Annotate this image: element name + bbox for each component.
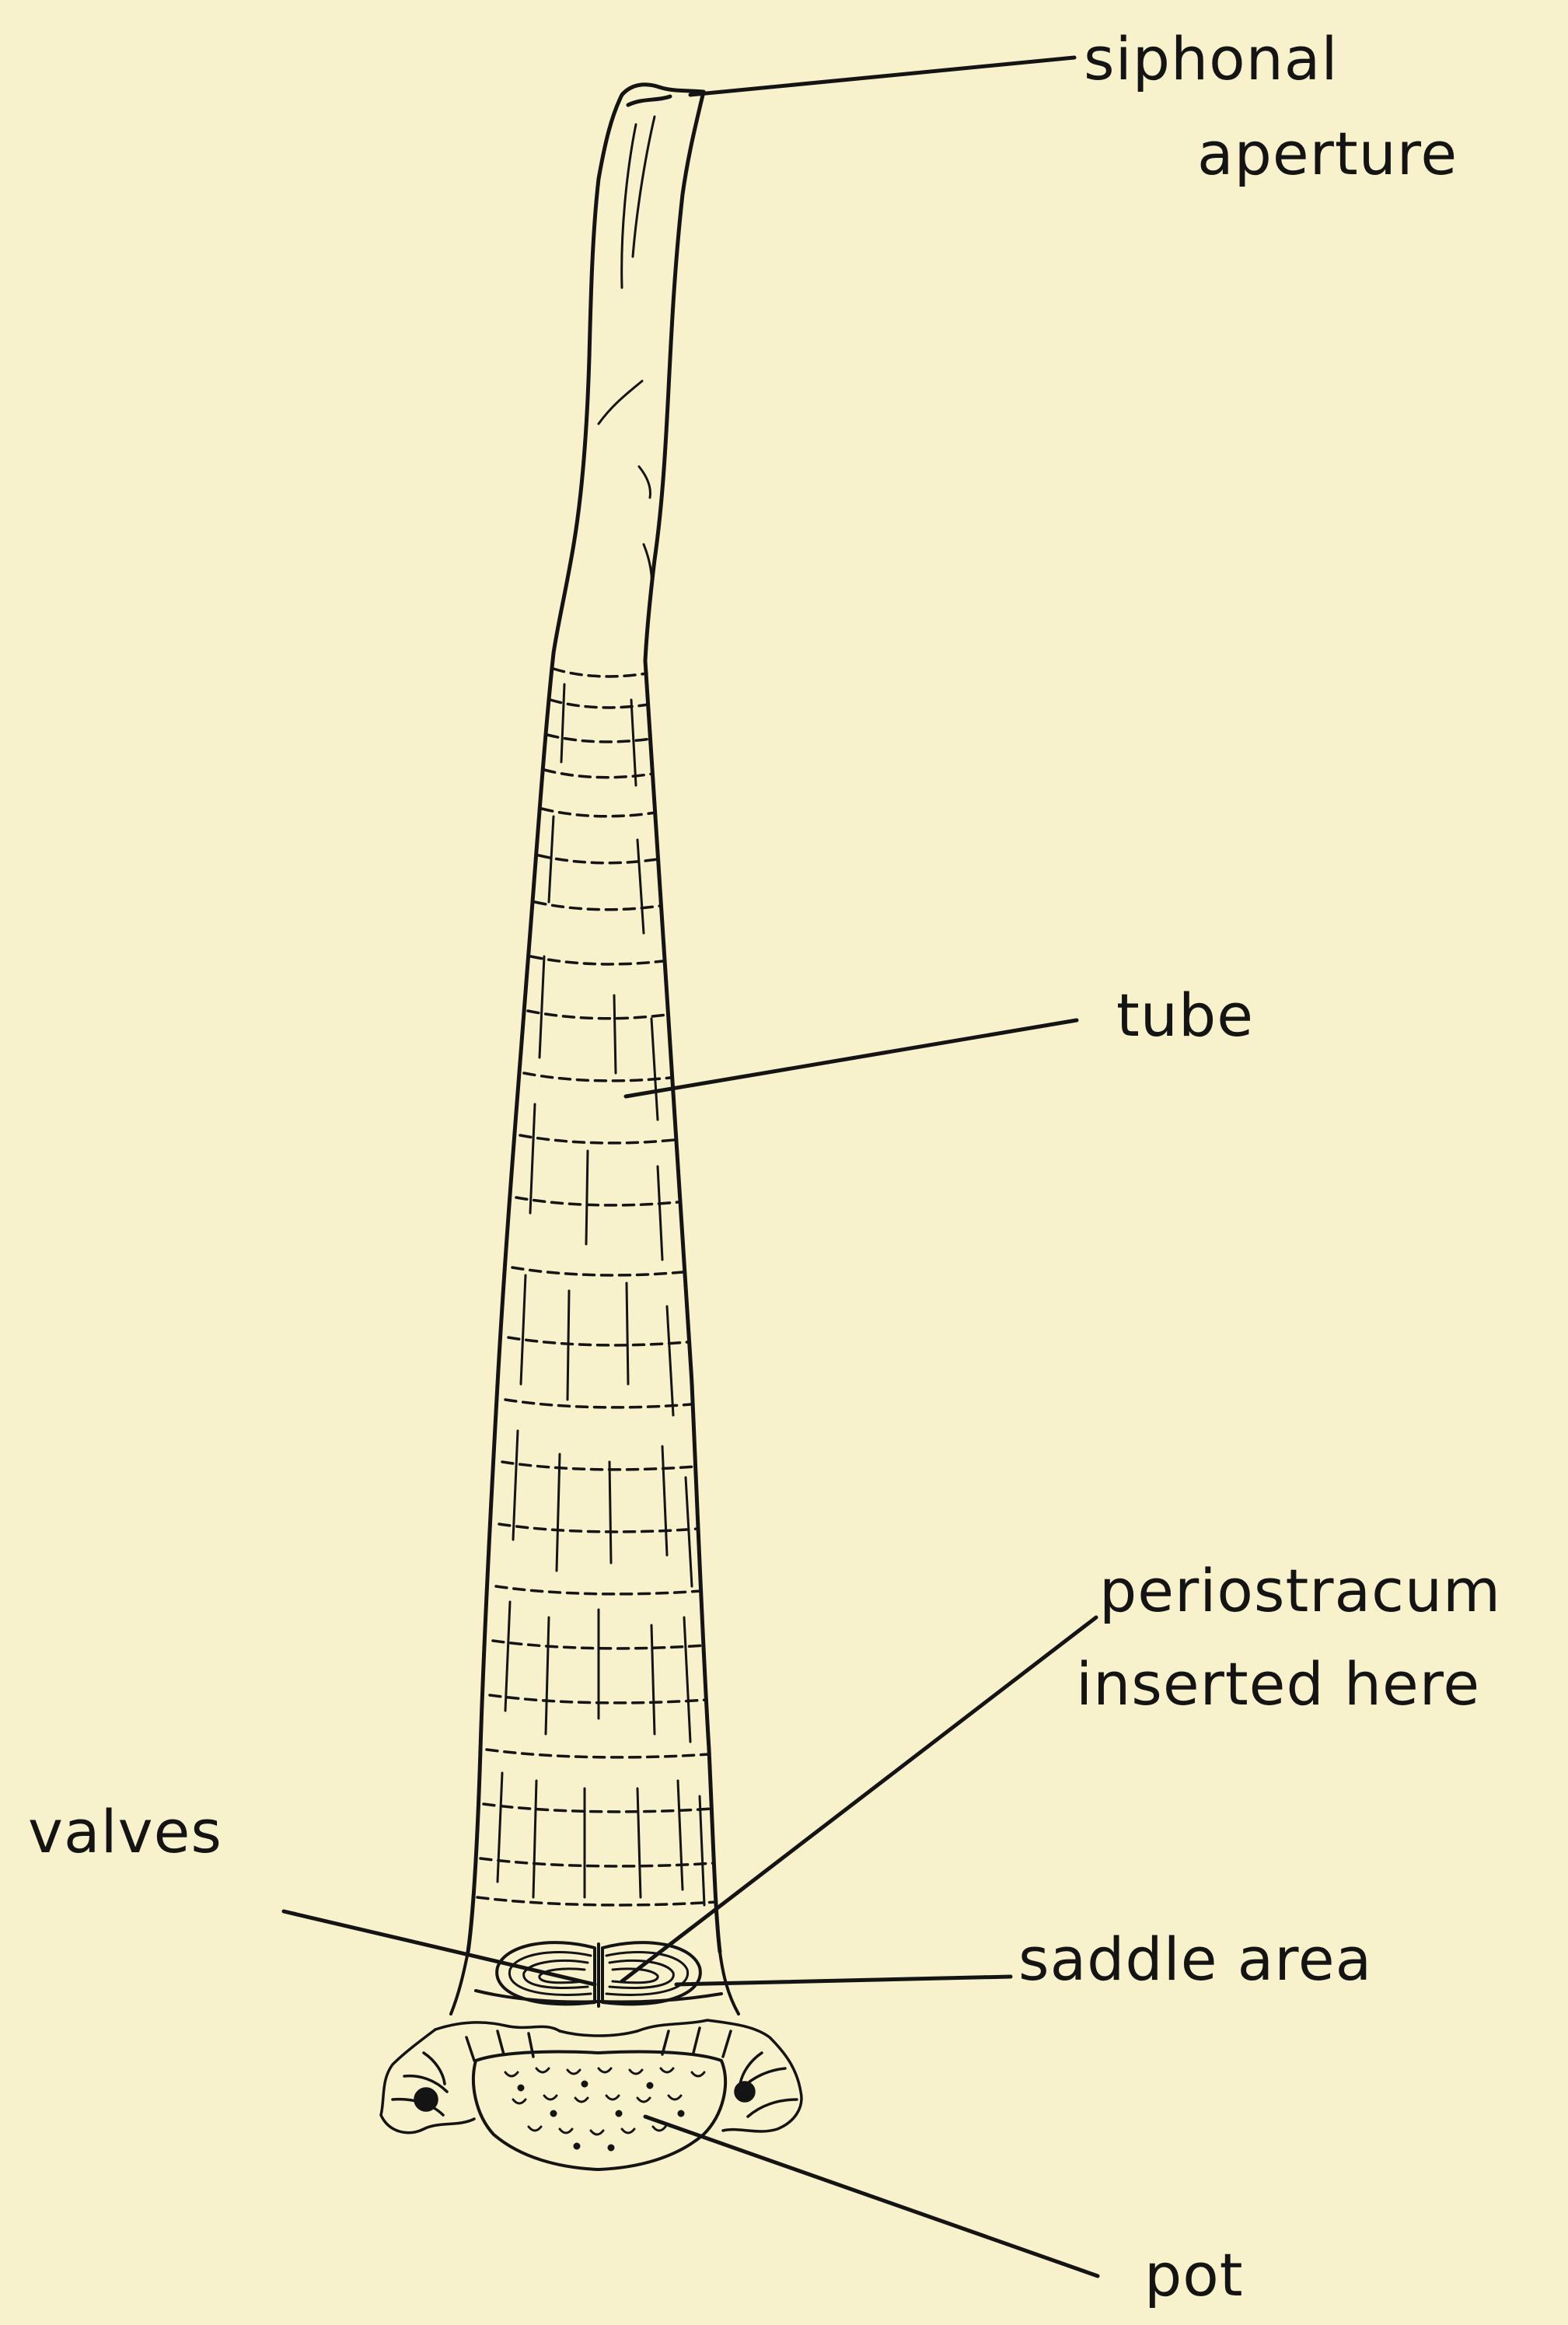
label-saddle-area: saddle area: [1018, 1930, 1372, 1989]
label-valves: valves: [28, 1802, 222, 1862]
leader-pot: [645, 2117, 1098, 2276]
label-periostracum: periostracum: [1099, 1561, 1501, 1621]
pot-texture: [505, 2068, 704, 2150]
tube-ridges: [498, 684, 704, 1905]
label-pot: pot: [1144, 2246, 1244, 2305]
label-inserted-here: inserted here: [1076, 1655, 1480, 1714]
leader-siphonal: [690, 58, 1074, 95]
valves: [497, 1942, 700, 2006]
pot-frill: [381, 2020, 801, 2133]
growth-bands: [477, 669, 716, 1905]
leader-valves: [284, 1911, 595, 1984]
label-tube: tube: [1116, 986, 1254, 1045]
leader-tube: [626, 1020, 1077, 1096]
siphonal-tube: [554, 85, 704, 661]
label-siphonal: siphonal: [1084, 30, 1338, 89]
leader-lines: [284, 58, 1098, 2276]
label-aperture: aperture: [1197, 124, 1458, 184]
